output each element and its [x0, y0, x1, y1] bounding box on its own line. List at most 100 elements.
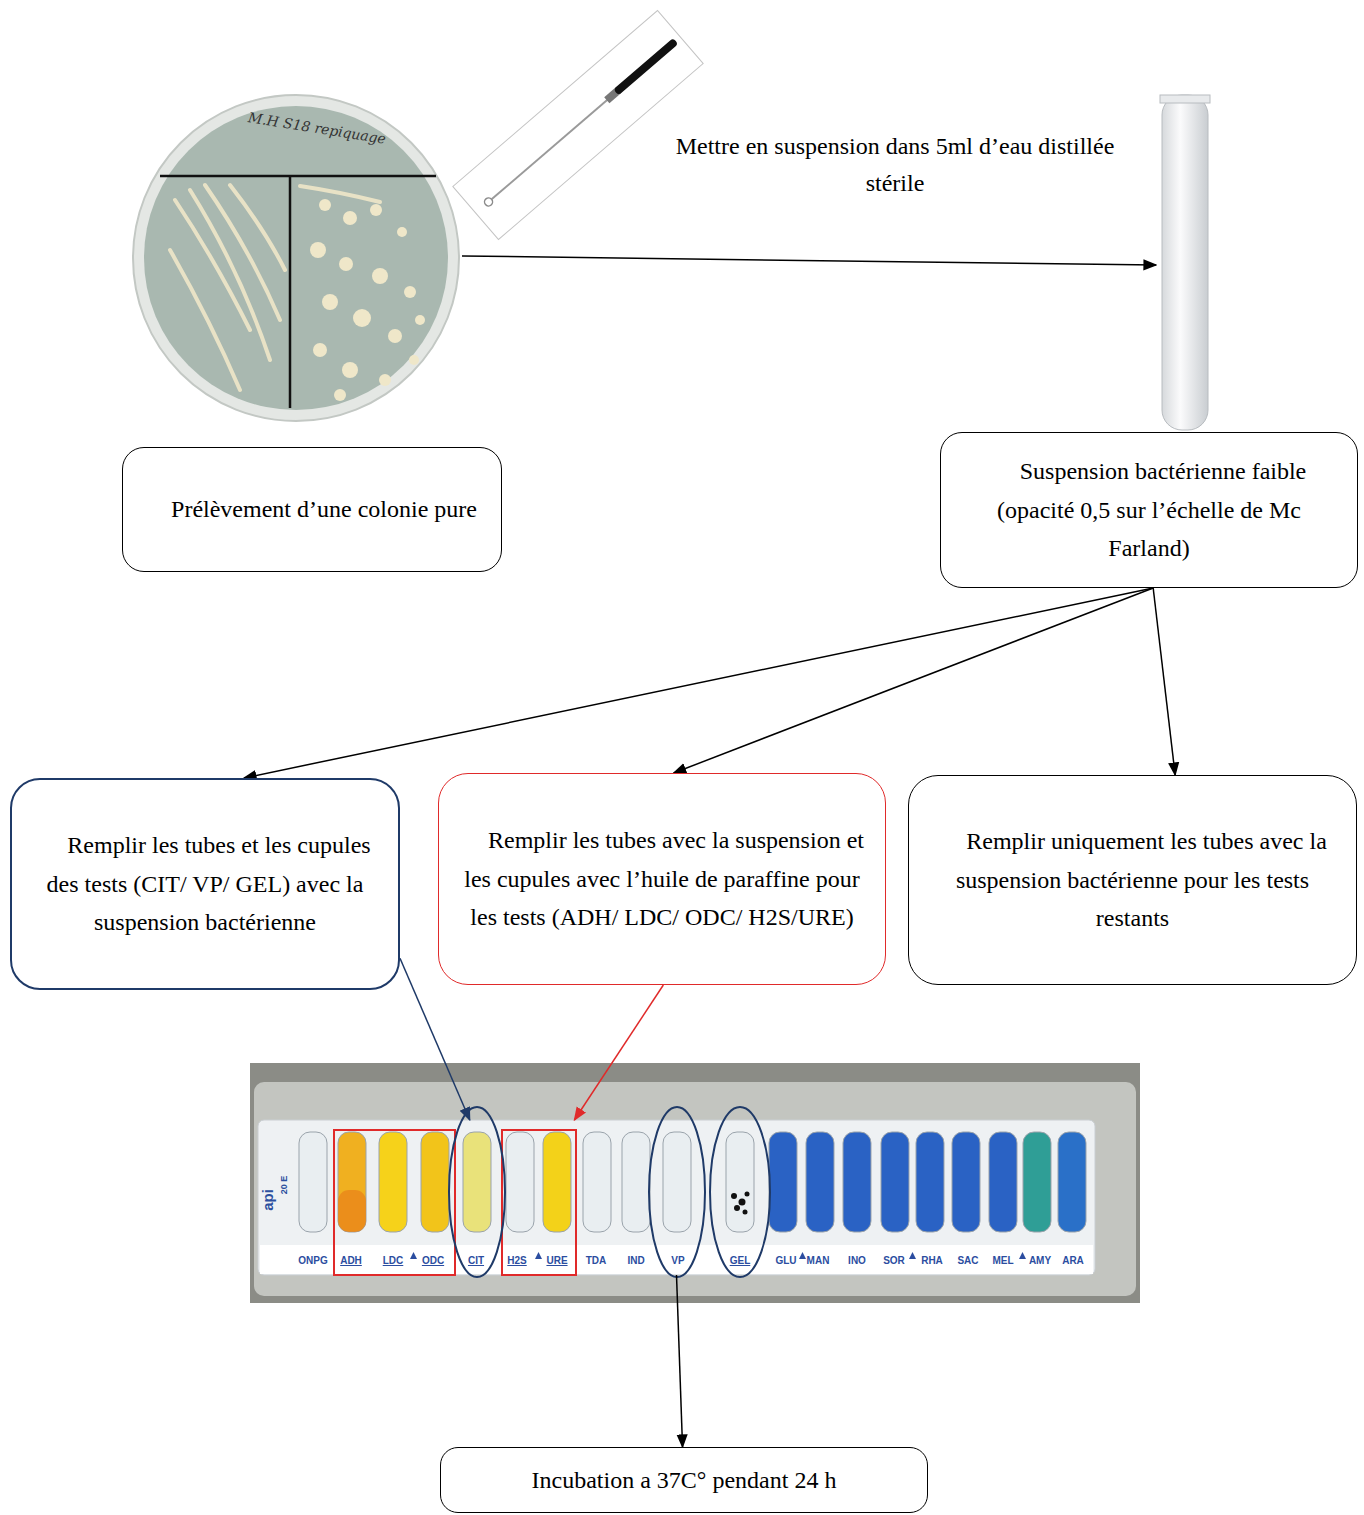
particle	[743, 1210, 748, 1215]
colony	[379, 374, 391, 386]
test-label: AMY	[1029, 1255, 1051, 1267]
cupules	[299, 1132, 1086, 1232]
test-tube	[1160, 95, 1210, 430]
cupule	[881, 1132, 909, 1232]
tube-rim	[1160, 95, 1210, 103]
triangle-symbol	[1019, 1252, 1026, 1259]
streaks	[170, 185, 380, 390]
test-label: CIT	[468, 1255, 484, 1267]
colony	[334, 389, 346, 401]
test-label: INO	[848, 1255, 866, 1267]
test-label: ARA	[1062, 1255, 1084, 1267]
strip-logo: api	[260, 1189, 276, 1211]
label-band	[260, 1245, 1093, 1274]
cupule	[726, 1132, 754, 1232]
gel-particles	[731, 1192, 750, 1215]
step-text: Remplir uniquement les tubes avec la sus…	[925, 822, 1340, 937]
colony	[343, 211, 357, 225]
dish-rim	[133, 95, 459, 421]
cupule	[806, 1132, 834, 1232]
tray	[254, 1082, 1136, 1296]
colony	[342, 362, 358, 378]
triangle-symbol	[799, 1252, 806, 1259]
test-label: LDC	[383, 1255, 404, 1267]
step-text: Suspension bactérienne faible (opacité 0…	[957, 452, 1341, 567]
loop-wire	[492, 99, 609, 199]
cupule	[583, 1132, 611, 1232]
cupule	[421, 1132, 449, 1232]
cupule	[1023, 1132, 1051, 1232]
step-box: Prélèvement d’une colonie pure	[122, 447, 502, 572]
photo-frame	[453, 10, 703, 239]
particle	[731, 1193, 737, 1199]
agar	[144, 106, 448, 410]
streak	[230, 185, 285, 270]
cupule	[1058, 1132, 1086, 1232]
colony	[404, 286, 416, 298]
inoculation-loop	[453, 10, 703, 239]
step-box: Remplir les tubes avec la suspension et …	[438, 773, 886, 985]
highlight-ellipse	[649, 1107, 705, 1277]
flow-arrow	[1153, 588, 1175, 775]
colony	[322, 294, 338, 310]
highlight-box	[334, 1130, 455, 1275]
api-strip: api20 EONPGADHLDCODCCITH2SURETDAINDVPGEL…	[258, 1120, 1095, 1275]
test-label: RHA	[921, 1255, 943, 1267]
step-text: Prélèvement d’une colonie pure	[139, 490, 485, 528]
cupule	[379, 1132, 407, 1232]
streak	[175, 200, 250, 330]
api-strip-photo	[250, 1063, 1140, 1303]
test-label: ADH	[340, 1255, 362, 1267]
photo-ground	[250, 1063, 1140, 1303]
test-label: TDA	[586, 1255, 607, 1267]
test-label: GLU	[775, 1255, 796, 1267]
test-label: MAN	[807, 1255, 830, 1267]
flow-arrow	[574, 985, 663, 1120]
test-label: GEL	[730, 1255, 751, 1267]
test-label: IND	[627, 1255, 644, 1267]
highlight-box	[502, 1130, 576, 1275]
marker-line	[160, 175, 436, 178]
test-label: MEL	[992, 1255, 1013, 1267]
triangle-symbol	[410, 1252, 417, 1259]
colony	[310, 242, 326, 258]
cupule	[952, 1132, 980, 1232]
flow-arrow	[674, 588, 1154, 773]
cupule	[299, 1132, 327, 1232]
step-note: Mettre en suspension dans 5ml d’eau dist…	[670, 128, 1120, 202]
strip-base	[258, 1120, 1095, 1275]
test-label: H2S	[507, 1255, 526, 1267]
cupule-shade	[338, 1190, 366, 1232]
cupule	[843, 1132, 871, 1232]
colony	[397, 227, 407, 237]
particle	[734, 1205, 740, 1211]
petri-dish	[133, 95, 459, 421]
step-text: Remplir les tubes avec la suspension et …	[455, 821, 869, 936]
cupule	[506, 1132, 534, 1232]
test-label: SOR	[883, 1255, 905, 1267]
colony	[313, 343, 327, 357]
flow-arrow	[244, 588, 1153, 778]
particle	[745, 1192, 750, 1197]
colony	[372, 268, 388, 284]
colonies	[310, 199, 425, 401]
strip-logo: 20 E	[279, 1176, 289, 1195]
step-box: Remplir uniquement les tubes avec la sus…	[908, 775, 1357, 985]
colony	[415, 315, 425, 325]
streak	[300, 186, 380, 202]
test-label: SAC	[957, 1255, 978, 1267]
cupule	[463, 1132, 491, 1232]
colony	[388, 329, 402, 343]
colony	[409, 355, 419, 365]
cupule	[989, 1132, 1017, 1232]
test-label: ONPG	[298, 1255, 327, 1267]
step-text: Incubation a 37C° pendant 24 h	[457, 1461, 911, 1499]
cupule	[916, 1132, 944, 1232]
cupule	[622, 1132, 650, 1232]
colony	[370, 204, 382, 216]
handwritten-note: M.H S18 repiquage	[222, 105, 412, 151]
